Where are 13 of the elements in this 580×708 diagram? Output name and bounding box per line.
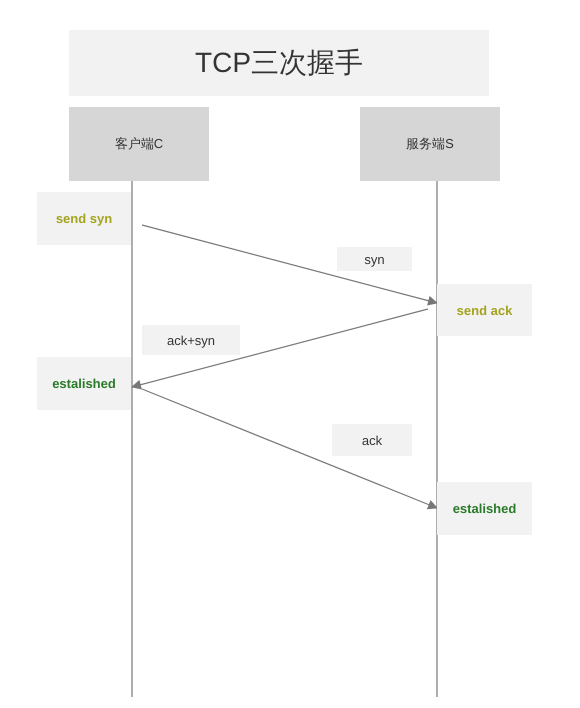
edge-label: ack — [332, 424, 412, 456]
participant-box: 服务端S — [360, 107, 500, 181]
state-box: estalished — [437, 482, 532, 535]
state-box: send syn — [37, 192, 131, 245]
arrow — [142, 388, 438, 510]
state-box: estalished — [37, 357, 131, 410]
state-box: send ack — [437, 284, 532, 336]
edge-label: ack+syn — [142, 325, 240, 355]
title-banner: TCP三次握手 — [69, 30, 489, 96]
participant-box: 客户端C — [69, 107, 209, 181]
edge-label: syn — [337, 247, 412, 271]
arrow — [131, 308, 428, 390]
arrow — [142, 224, 438, 306]
